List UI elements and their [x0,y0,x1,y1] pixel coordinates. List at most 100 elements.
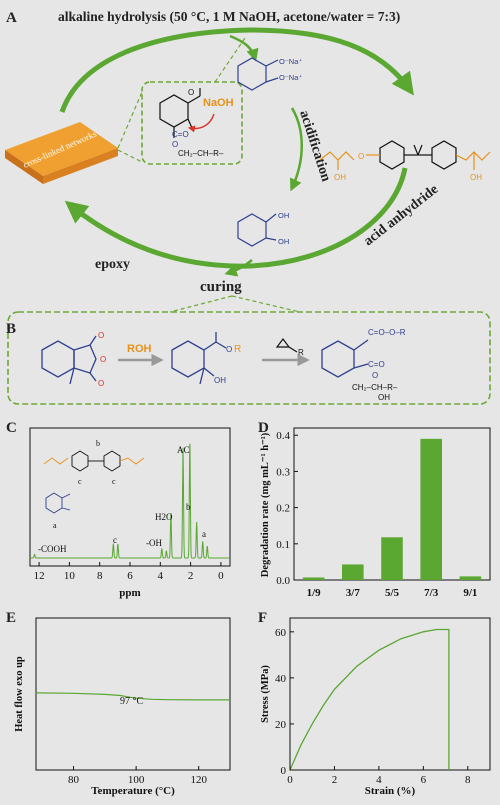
acid-anhydride-label: acid anhydride [361,182,441,249]
bar-ylabel: Degradation rate (mg mL⁻¹ h⁻¹) [260,432,271,577]
diacid-oh-2: OH [278,237,289,246]
nmr-inset-diacid [45,492,71,514]
nmr-annotation-b: b [186,502,191,512]
nmr-x-tick-label: 0 [218,570,224,582]
anhydride-structure [41,335,97,385]
naoh-label: NaOH [203,97,234,109]
dsc-curve [35,692,230,701]
nmr-annotation-cooh: -COOH [38,544,67,554]
bar-category-label: 5/5 [385,587,400,599]
cycle-arrow-bottom [64,167,408,269]
stress-strain-curve [289,628,450,771]
nmr-x-tick-label: 2 [188,570,194,582]
ester-zoom-box [141,81,243,165]
dsc-plot-frame [35,617,231,771]
ss-y-tick-label: 20 [275,719,287,731]
ester-o-text: O [172,140,178,149]
stress-strain-plot-frame [289,617,491,771]
epoxy-label: epoxy [95,257,130,272]
nmr-x-tick-label: 8 [97,570,103,582]
nmr-annotation-oh: -OH [146,538,162,548]
ss-ylabel: Stress (MPa) [260,665,271,723]
sodium-salt-structure [237,57,279,91]
anhydride-o-top: O [98,331,104,340]
product-oh: OH [378,393,390,402]
nmr-annotation-a: a [202,529,206,539]
bar [420,438,442,580]
ss-y-tick-label: 40 [275,673,287,685]
bars [302,438,482,580]
product-co-top: C=O–O–R [368,328,406,337]
monoester-structure [171,332,227,385]
epoxide-icon [275,338,298,353]
nmr-x-tick-label: 6 [127,570,133,582]
nmr-inset-label-a: a [53,521,57,530]
roh-label: ROH [127,343,152,355]
nmr-annotation-c: c [113,535,117,545]
nmr-x-tick-label: 4 [158,570,164,582]
crosslinked-product-structure [321,339,369,378]
curing-label: curing [200,279,242,295]
bar-category-label: 7/3 [424,587,439,599]
naoh-attack-arrow [187,113,215,133]
zoom-line-3 [214,37,246,83]
dsc-x-tick-label: 120 [190,774,207,786]
nmr-inset-label-b: b [96,439,100,448]
cycle-arrow-top [59,27,414,113]
ss-y-tick-label: 0 [281,765,287,777]
ss-x-tick-label: 0 [287,774,293,786]
zoom-line-1 [117,91,143,149]
bar [302,577,325,580]
dsc-ylabel: Heat flow exo up [14,656,25,732]
polyol-oh-left: OH [334,173,346,182]
diacid-oh-1: OH [278,211,289,220]
bar-y-tick-label: 0.4 [276,430,290,442]
acidification-arrow [290,107,303,192]
nmr-x-tick-label: 10 [64,570,76,582]
panel-label-b: B [6,321,16,337]
ester-carbonyl-text: O [188,88,194,97]
salt-o-na-1: O⁻Na⁺ [279,57,302,66]
anhydride-o-ring: O [100,355,106,364]
polyol-o-left: O [358,152,364,161]
nmr-xlabel: ppm [119,587,140,599]
polyol-oh-right: OH [470,173,482,182]
panel-label-c: C [6,420,17,436]
bar-category-label: 1/9 [307,587,322,599]
hydrolysis-condition-text: alkaline hydrolysis (50 °C, 1 M NaOH, ac… [58,9,400,24]
panel-label-f: F [258,610,267,626]
epoxide-r: R [298,348,304,357]
zoom-line-2 [117,149,143,163]
product-o: O [372,371,378,380]
ester-chain-text: CH₂–CH–R– [178,149,224,158]
cross-linked-networks-slab: cross-linked networks [5,122,118,184]
panel-label-e: E [6,610,16,626]
salt-o-na-2: O⁻Na⁺ [279,73,302,82]
bar-y-tick-label: 0.0 [276,575,290,587]
curing-scheme-box [7,311,491,405]
diacid-structure [237,213,277,247]
panel-a: A alkaline hydrolysis (50 °C, 1 M NaOH, … [5,9,491,313]
ss-x-tick-label: 8 [465,774,471,786]
bar-y-ticks: 0.00.10.20.30.4 [276,430,298,587]
monoester-oh: OH [214,376,226,385]
ss-x-tick-label: 4 [376,774,382,786]
bar-y-tick-label: 0.1 [276,539,290,551]
panel-label-a: A [6,10,17,26]
ester-co-text: C=O [172,130,189,139]
bar-category-label: 3/7 [346,587,361,599]
nmr-annotation-h2o: H2O [155,512,173,522]
dsc-x-tick-label: 80 [68,774,80,786]
bar-category-label: 9/1 [463,587,477,599]
nmr-annotation-ac: AC [177,445,190,455]
product-co-bottom: C=O [368,360,385,369]
polyol-structure [319,140,491,170]
monoester-o: O [226,345,232,354]
dsc-tg-annotation: 97 °C [120,696,143,707]
